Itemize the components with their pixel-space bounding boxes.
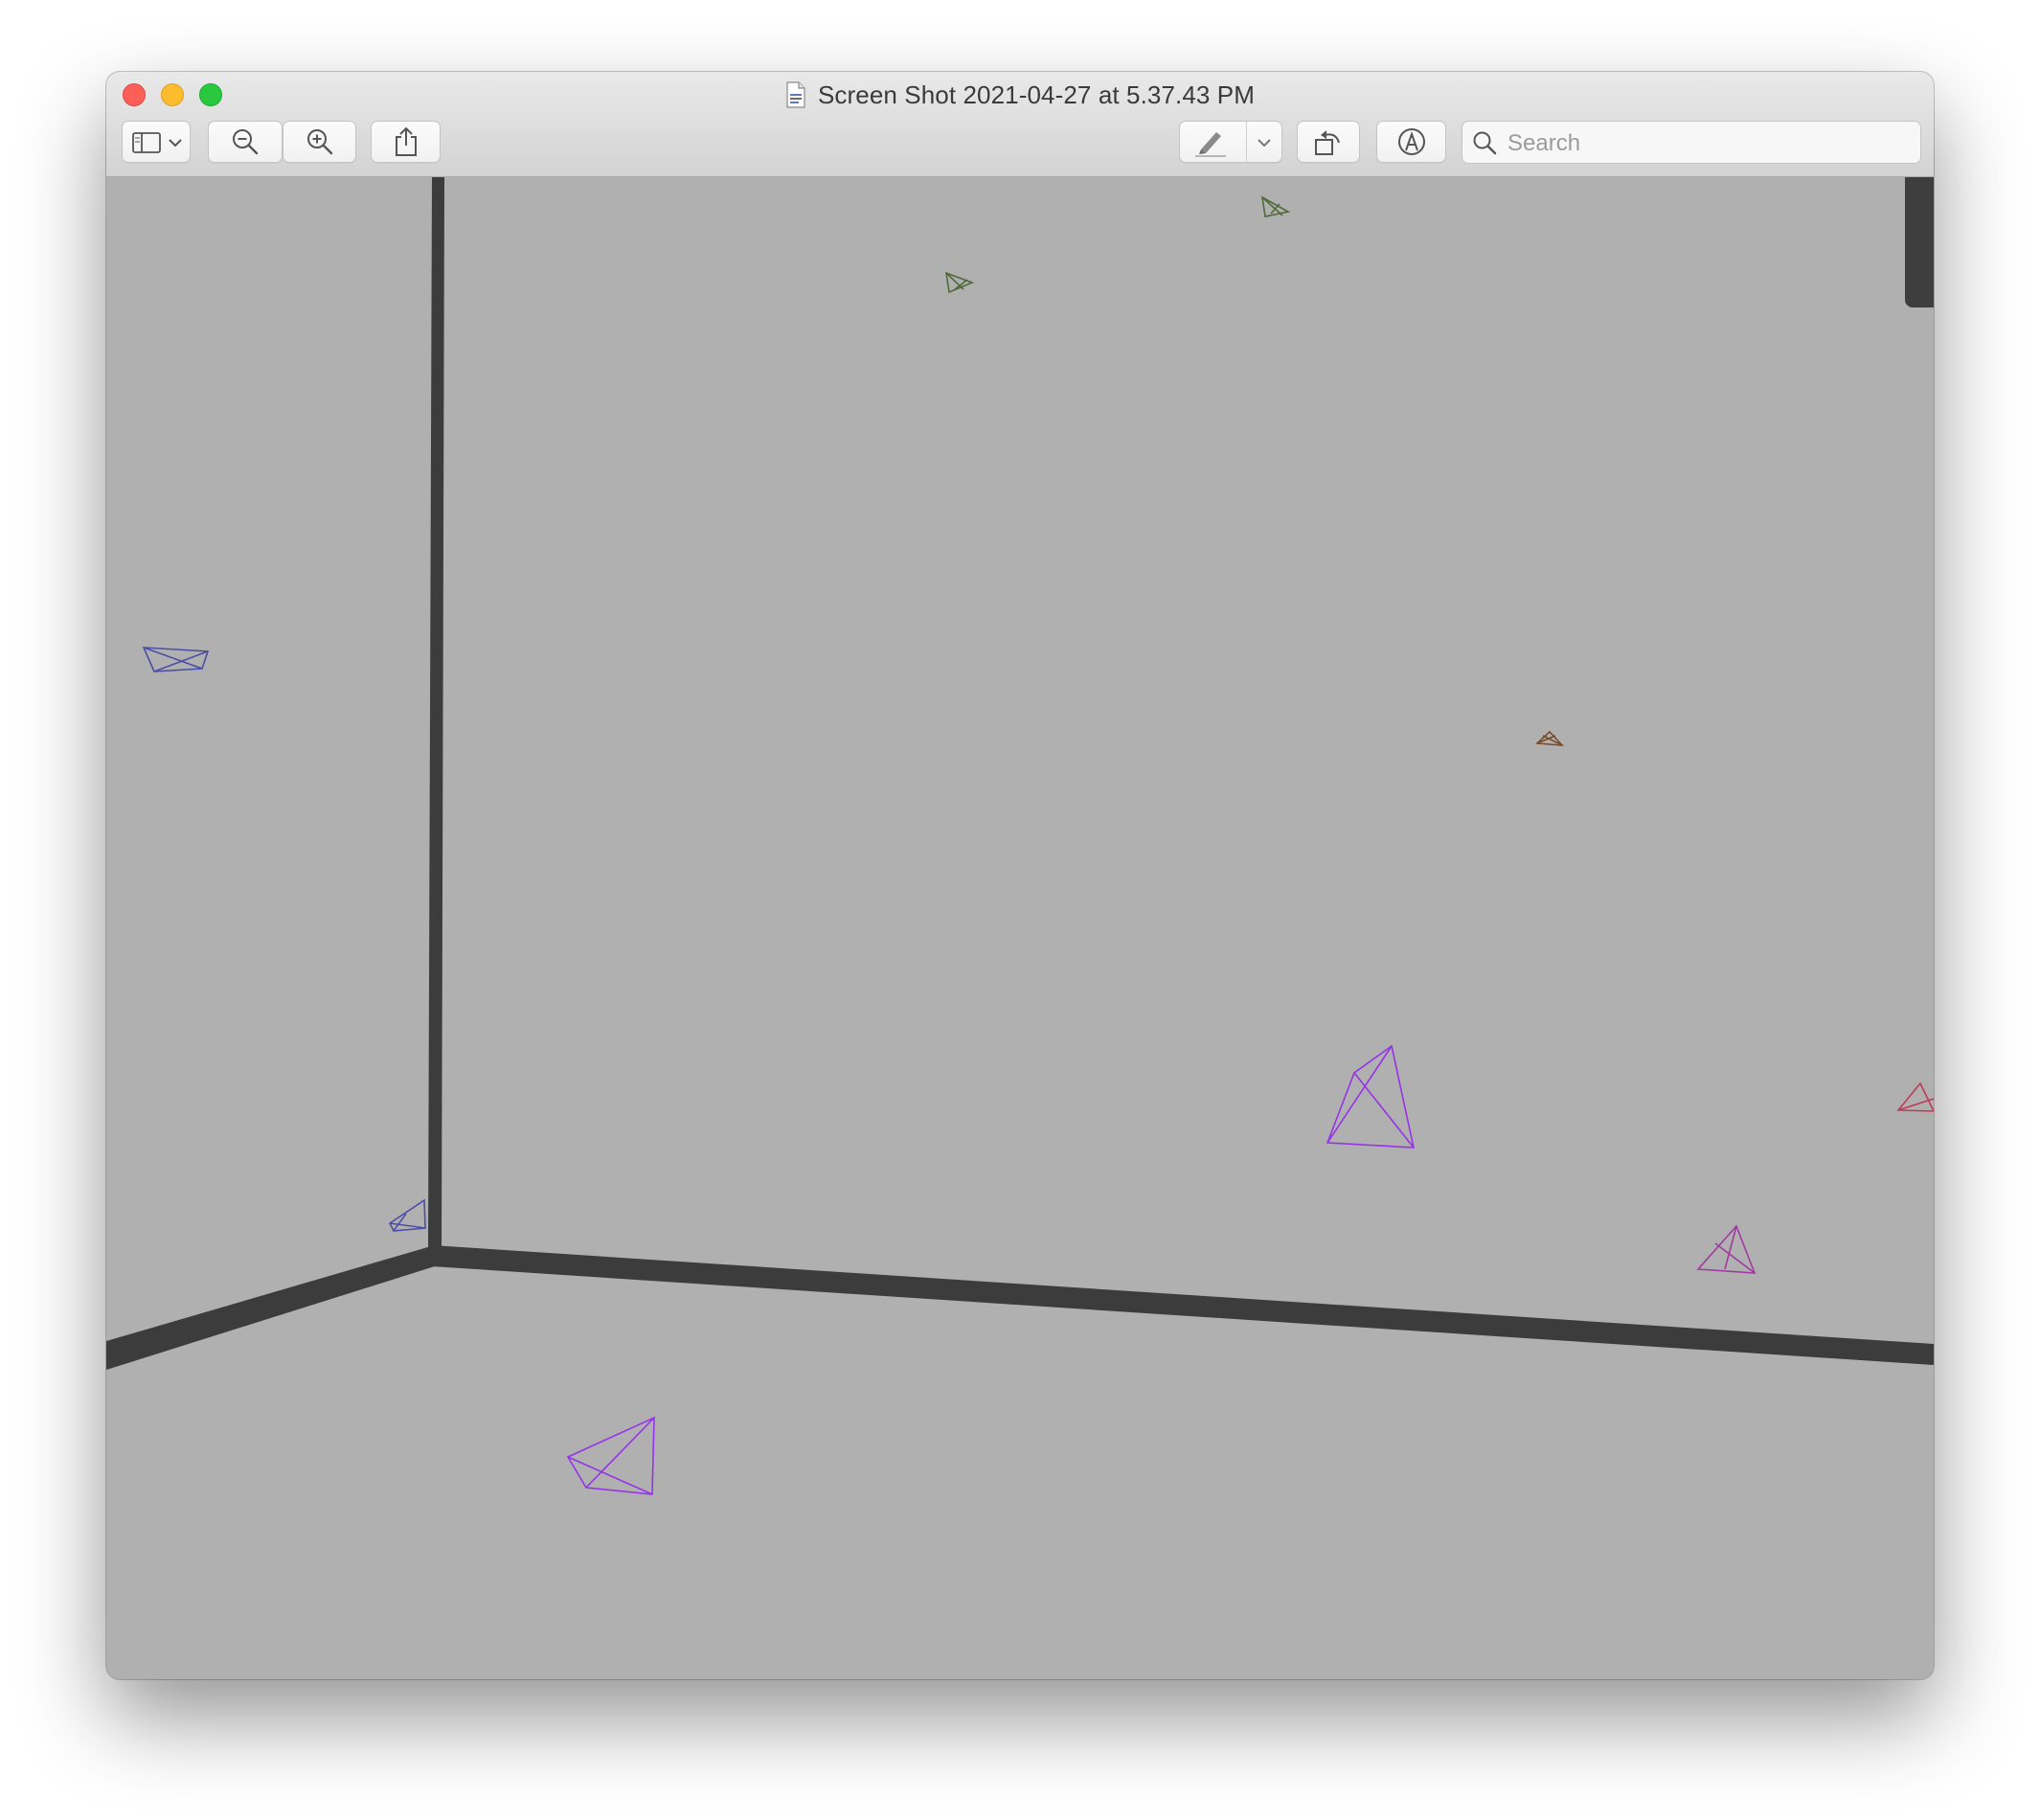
rotate-left-icon [1313, 126, 1344, 157]
vertical-axis-line [428, 177, 444, 1250]
window-title: Screen Shot 2021-04-27 at 5.37.43 PM [817, 80, 1255, 109]
camera-frustum [566, 1416, 655, 1495]
vertical-scrollbar-thumb[interactable] [1905, 177, 1934, 307]
chevron-down-icon[interactable] [1258, 138, 1271, 148]
camera-frustum [142, 647, 210, 672]
title-bar: Screen Shot 2021-04-27 at 5.37.43 PM [106, 72, 1934, 177]
document-icon [785, 81, 806, 108]
markup-toolbar-button[interactable] [1179, 121, 1282, 163]
camera-frustum [1896, 1081, 1934, 1112]
magnifier-plus-icon [306, 127, 334, 156]
rotate-button[interactable] [1297, 121, 1360, 163]
camera-frustum [1326, 1044, 1416, 1149]
camera-frustum [388, 1198, 426, 1232]
chevron-down-icon[interactable] [169, 138, 182, 148]
search-input[interactable] [1506, 122, 1912, 165]
camera-frustum [945, 271, 975, 294]
camera-frustum [1535, 730, 1564, 746]
share-button[interactable] [371, 121, 441, 163]
title-group: Screen Shot 2021-04-27 at 5.37.43 PM [106, 80, 1934, 110]
camera-frustum [1260, 195, 1291, 217]
camera-frustum [1696, 1224, 1757, 1274]
zoom-out-button[interactable] [208, 121, 283, 163]
zoom-button[interactable] [199, 83, 222, 106]
floor-axis-line-right [432, 1245, 1934, 1365]
annotate-button[interactable] [1376, 121, 1446, 163]
close-button[interactable] [123, 83, 146, 106]
minimize-button[interactable] [161, 83, 184, 106]
search-icon [1472, 130, 1497, 160]
image-canvas [106, 177, 1934, 1679]
pen-icon [1193, 128, 1228, 157]
sidebar-toggle-button[interactable] [122, 121, 191, 163]
share-icon [394, 126, 419, 157]
sidebar-icon [132, 132, 161, 153]
scene-drawing [106, 177, 1934, 1495]
segment-divider [1246, 122, 1247, 162]
markup-circle-icon [1396, 126, 1427, 157]
zoom-in-button[interactable] [283, 121, 356, 163]
preview-window: Screen Shot 2021-04-27 at 5.37.43 PM [106, 72, 1934, 1679]
search-field[interactable] [1462, 121, 1921, 165]
magnifier-minus-icon [231, 127, 260, 156]
floor-axis-line-left [106, 1244, 438, 1370]
